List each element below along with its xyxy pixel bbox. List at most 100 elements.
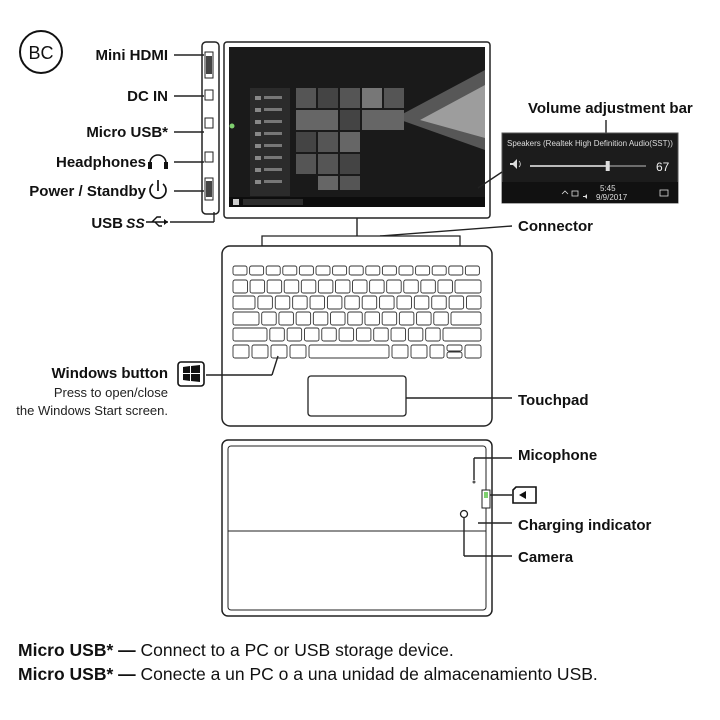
keyboard-key: [355, 327, 372, 342]
keyboard-key: [283, 279, 300, 294]
label-windows-button: Windows button: [52, 365, 169, 382]
label-power-standby: Power / Standby: [29, 183, 146, 200]
keyboard-keys: [232, 265, 482, 359]
keyboard-key: [454, 279, 482, 294]
label-touchpad: Touchpad: [518, 392, 589, 409]
clock-date: 9/9/2017: [596, 193, 628, 202]
keyboard-key: [407, 327, 424, 342]
keyboard-key: [352, 279, 368, 294]
keyboard-key: [266, 279, 283, 294]
keyboard-key: [415, 265, 431, 276]
keyboard-key: [361, 295, 378, 310]
keyboard-key: [265, 265, 281, 276]
keyboard-key: [420, 279, 436, 294]
keyboard-key: [391, 344, 409, 359]
micro-sd-icon: [512, 486, 537, 504]
keyboard-dock: [221, 235, 493, 427]
keyboard-key: [308, 344, 390, 359]
label-camera: Camera: [518, 549, 574, 566]
label-mini-hdmi: Mini HDMI: [96, 47, 169, 64]
keyboard-key: [448, 295, 465, 310]
label-usb: USB: [91, 215, 123, 232]
keyboard-key: [410, 344, 428, 359]
keyboard-key: [312, 311, 329, 326]
keyboard-key: [309, 295, 325, 310]
keyboard-key: [257, 295, 273, 310]
keyboard-key: [364, 311, 380, 326]
keyboard-key: [398, 265, 414, 276]
touchpad[interactable]: [307, 375, 407, 417]
keyboard-key: [365, 265, 381, 276]
keyboard-key: [431, 295, 447, 310]
microphone-hole: [472, 480, 476, 484]
footer-line-spanish: Micro USB* — Conecte a un PC o a una uni…: [18, 664, 598, 685]
footer-text-spanish: Conecte a un PC o a una unidad de almace…: [140, 664, 598, 684]
keyboard-key: [274, 295, 291, 310]
volume-slider-thumb[interactable]: [605, 161, 610, 171]
keyboard-key: [344, 295, 360, 310]
keyboard-key: [251, 344, 269, 359]
tray-icons: [561, 189, 669, 199]
clock-time: 5:45: [600, 184, 616, 193]
keyboard-key: [386, 279, 402, 294]
label-usb-ss: SS: [126, 215, 145, 231]
keyboard-key: [282, 265, 298, 276]
keyboard-key: [403, 279, 419, 294]
keyboard-key: [298, 265, 314, 276]
keyboard-key: [249, 279, 266, 294]
keyboard-key: [390, 327, 406, 342]
keyboard-key: [450, 311, 482, 326]
windows-desc-line2: the Windows Start screen.: [16, 403, 168, 418]
keyboard-key: [425, 327, 441, 342]
keyboard-key: [300, 279, 317, 294]
tablet-back: [221, 439, 493, 617]
keyboard-key: [270, 344, 288, 359]
keyboard-key: [289, 344, 307, 359]
keyboard-key: [232, 279, 248, 294]
label-micro-usb: Micro USB*: [86, 124, 168, 141]
keyboard-key: [379, 295, 395, 310]
usb-trident-icon: [146, 216, 168, 227]
headphones-icon: [148, 154, 168, 169]
keyboard-key: [448, 265, 464, 276]
windows-logo-icon: [177, 361, 205, 387]
footer-label-spanish: Micro USB* —: [18, 664, 136, 684]
label-microphone: Micophone: [518, 447, 597, 464]
label-dc-in: DC IN: [127, 88, 168, 105]
keyboard-key: [446, 344, 463, 352]
keyboard-key: [292, 295, 308, 310]
keyboard-key: [286, 327, 303, 342]
label-headphones: Headphones: [56, 154, 146, 171]
keyboard-key: [429, 344, 445, 359]
label-connector: Connector: [518, 218, 593, 235]
keyboard-key: [348, 265, 364, 276]
footer-label-english: Micro USB* —: [18, 640, 136, 660]
keyboard-key: [261, 311, 277, 326]
power-icon: [149, 180, 167, 200]
keyboard-key: [269, 327, 285, 342]
keyboard-key: [232, 327, 268, 342]
keyboard-key: [416, 311, 432, 326]
volume-device-name: Speakers (Realtek High Definition Audio(…: [507, 139, 673, 148]
keyboard-key: [373, 327, 389, 342]
keyboard-key: [249, 265, 265, 276]
footer-line-english: Micro USB* — Connect to a PC or USB stor…: [18, 640, 454, 661]
keyboard-key: [381, 265, 397, 276]
keyboard-key: [232, 344, 250, 359]
keyboard-key: [446, 351, 463, 359]
keyboard-key: [347, 311, 363, 326]
keyboard-key: [295, 311, 312, 326]
keyboard-key: [278, 311, 294, 326]
keyboard-key: [338, 327, 355, 342]
footer-text-english: Connect to a PC or USB storage device.: [140, 640, 454, 660]
keyboard-key: [464, 344, 482, 359]
tablet-front: [223, 41, 491, 219]
keyboard-key: [413, 295, 430, 310]
label-volume-bar: Volume adjustment bar: [528, 100, 693, 117]
volume-popup: Volume adjustment bar Speakers (Realtek …: [501, 100, 693, 204]
keyboard-key: [232, 311, 260, 326]
keyboard-key: [466, 295, 482, 310]
label-charging-indicator: Charging indicator: [518, 517, 652, 534]
camera-lens: [459, 509, 469, 519]
